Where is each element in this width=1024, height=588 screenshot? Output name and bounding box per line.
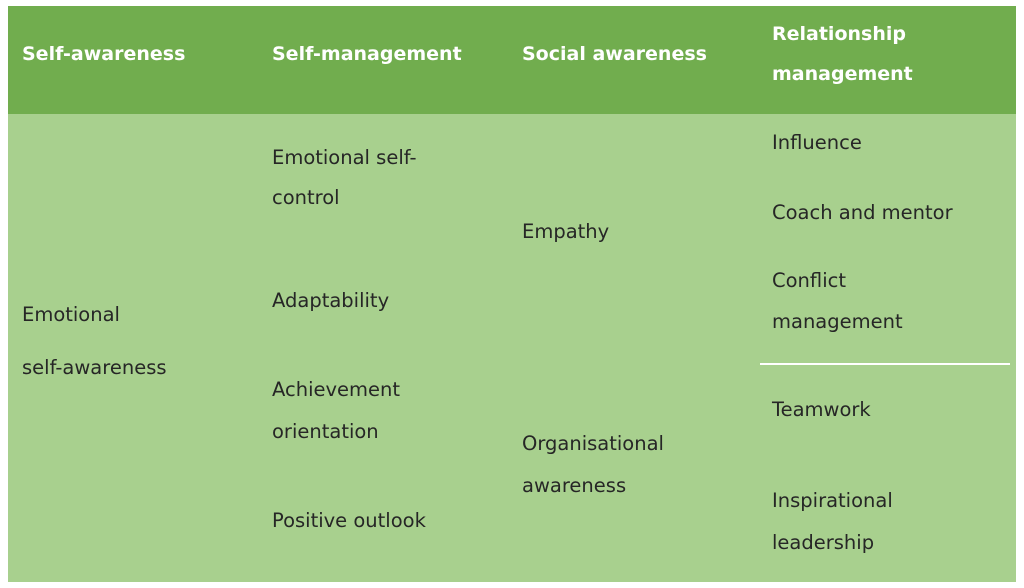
cell-conflict-management-line1: Conflict — [772, 269, 846, 292]
cell-coach-and-mentor: Coach and mentor — [772, 201, 953, 224]
cell-adaptability: Adaptability — [272, 289, 390, 312]
cell-conflict-management-line2: management — [772, 310, 903, 333]
cell-teamwork: Teamwork — [772, 398, 871, 421]
cell-organisational-awareness-line2: awareness — [522, 474, 627, 497]
header-relationship-management-line2: management — [772, 63, 913, 85]
row-divider — [760, 363, 1010, 365]
cell-achievement-orientation-line1: Achievement — [272, 378, 401, 401]
cell-inspirational-leadership-line2: leadership — [772, 531, 875, 554]
cell-emotional-self-control-line1: Emotional self- — [272, 146, 417, 169]
cell-emotional-self-awareness-line1: Emotional — [22, 303, 120, 326]
header-social-awareness: Social awareness — [522, 43, 707, 65]
cell-influence: Influence — [772, 131, 862, 154]
table-header: Self-awareness Self-management Social aw… — [8, 6, 1016, 114]
cell-empathy: Empathy — [522, 220, 610, 243]
cell-emotional-self-awareness-line2: self-awareness — [22, 356, 167, 379]
cell-positive-outlook: Positive outlook — [272, 509, 426, 532]
cell-achievement-orientation-line2: orientation — [272, 420, 379, 443]
cell-inspirational-leadership-line1: Inspirational — [772, 489, 893, 512]
header-self-awareness: Self-awareness — [22, 43, 186, 65]
header-self-management: Self-management — [272, 43, 462, 65]
competency-table: Self-awareness Self-management Social aw… — [8, 6, 1016, 582]
header-relationship-management-line1: Relationship — [772, 23, 906, 45]
cell-emotional-self-control-line2: control — [272, 186, 340, 209]
table-body: Emotional self-awareness Emotional self-… — [8, 114, 1016, 582]
cell-organisational-awareness-line1: Organisational — [522, 432, 664, 455]
